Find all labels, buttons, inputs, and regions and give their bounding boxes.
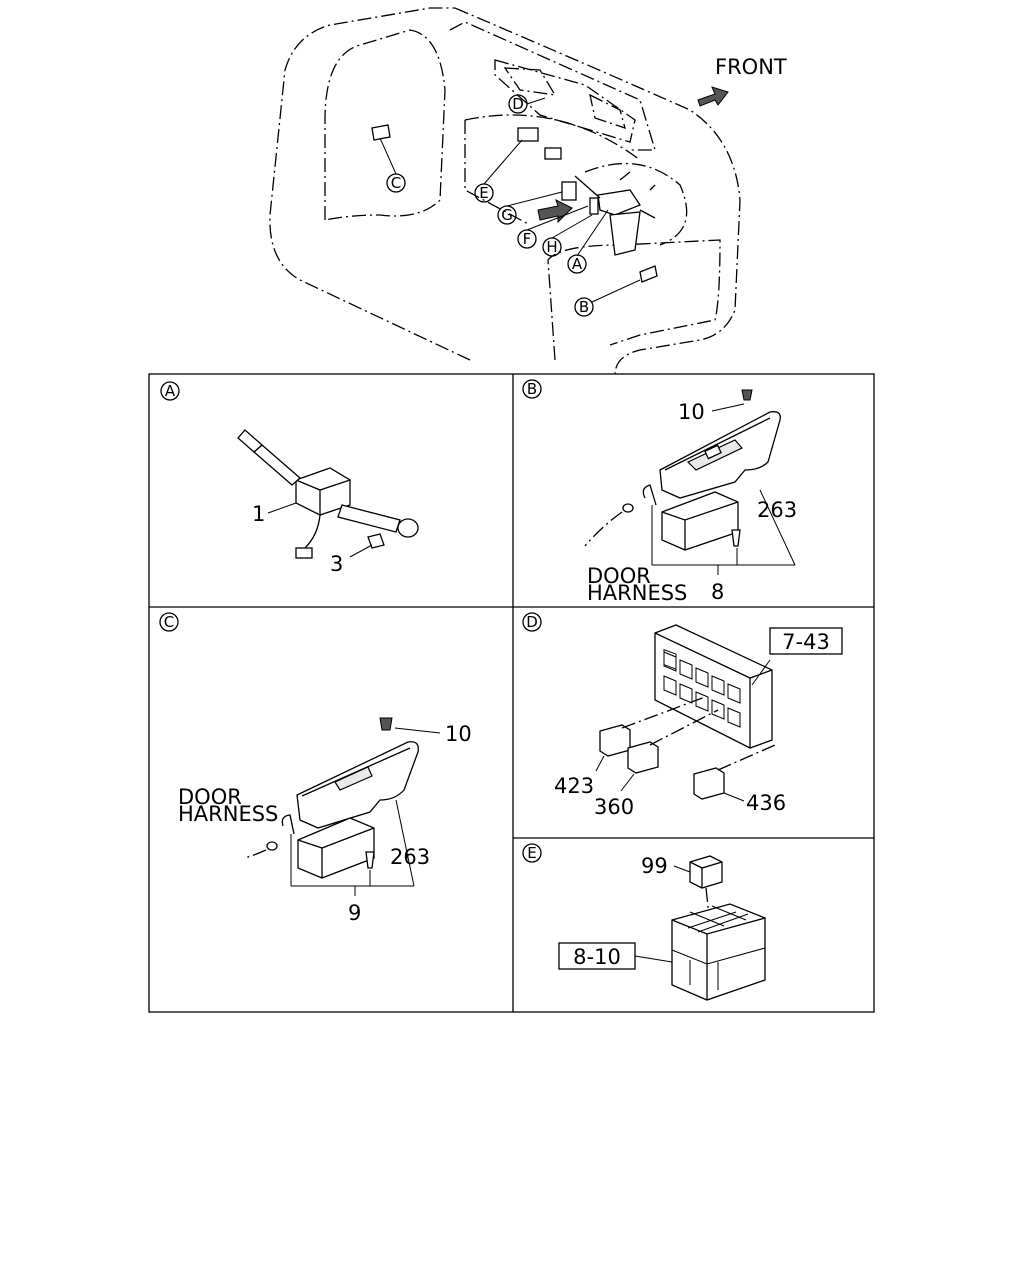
panel-e: E 99 8-10 <box>522 843 766 1001</box>
callout-d: D <box>508 94 528 114</box>
relay-99-icon <box>689 855 723 889</box>
svg-text:E: E <box>479 184 488 202</box>
clip-icon <box>379 717 393 731</box>
svg-text:G: G <box>501 206 513 224</box>
label-1: 1 <box>252 502 265 526</box>
callout-a: A <box>567 254 587 274</box>
window-switch-bezel-icon <box>296 741 419 829</box>
clip-icon <box>741 389 753 401</box>
ref-8-10: 8-10 <box>573 945 621 969</box>
svg-text:C: C <box>391 174 401 192</box>
panel-c: C 10 DOOR HARNESS 263 9 <box>159 612 472 925</box>
label-10: 10 <box>678 400 705 424</box>
label-423: 423 <box>554 774 594 798</box>
svg-text:B: B <box>527 380 537 398</box>
relay-436-icon <box>693 767 725 800</box>
vehicle-overview: FRONT D C E G F H A B <box>269 7 787 376</box>
svg-text:E: E <box>527 844 536 862</box>
callout-e: E <box>474 183 494 203</box>
label-436: 436 <box>746 791 786 815</box>
screw-icon <box>731 529 741 547</box>
label-263: 263 <box>390 845 430 869</box>
label-99: 99 <box>641 854 668 878</box>
relay-block-icon <box>654 624 773 749</box>
svg-text:D: D <box>512 95 524 113</box>
relay-box-icon <box>671 903 766 1001</box>
panel-b: B 10 DOOR HARNESS 263 8 <box>522 379 797 605</box>
front-label: FRONT <box>715 55 787 79</box>
door-harness-line-1: DOOR <box>587 564 651 588</box>
relay-360-icon <box>627 741 659 774</box>
front-arrow-icon <box>697 86 729 107</box>
label-3: 3 <box>330 552 343 576</box>
relay-423-icon <box>599 724 631 757</box>
label-10: 10 <box>445 722 472 746</box>
panel-a-letter: A <box>160 381 180 401</box>
label-8: 8 <box>711 580 724 604</box>
callout-b: B <box>574 297 594 317</box>
callout-c: C <box>386 173 406 193</box>
label-9: 9 <box>348 901 361 925</box>
svg-text:F: F <box>523 230 532 248</box>
panel-a: A 1 3 <box>160 381 419 576</box>
callout-h: H <box>542 237 562 257</box>
svg-text:C: C <box>164 613 174 631</box>
door-harness-line-2: HARNESS <box>178 802 278 826</box>
ref-7-43: 7-43 <box>782 630 830 654</box>
svg-text:A: A <box>165 382 176 400</box>
svg-text:D: D <box>526 613 538 631</box>
panel-c-letter: C <box>159 612 179 632</box>
panel-d-letter: D <box>522 612 542 632</box>
label-263: 263 <box>757 498 797 522</box>
panel-d: D 7-43 423 360 436 <box>522 612 843 819</box>
door-harness-line-2: HARNESS <box>587 581 687 605</box>
door-harness-line-1: DOOR <box>178 785 242 809</box>
callout-f: F <box>517 229 537 249</box>
ref-box-7-43 <box>769 627 843 655</box>
label-360: 360 <box>594 795 634 819</box>
svg-text:A: A <box>572 255 583 273</box>
switch-e-icon <box>517 127 539 142</box>
screw-icon <box>367 533 385 549</box>
switch-module-icon <box>661 491 739 551</box>
callout-g: G <box>497 205 517 225</box>
svg-text:B: B <box>579 298 589 316</box>
svg-text:H: H <box>546 238 557 256</box>
panel-grid <box>148 373 875 1013</box>
screw-icon <box>365 851 375 869</box>
panel-b-letter: B <box>522 379 542 399</box>
switch-module-icon <box>297 817 375 879</box>
panel-e-letter: E <box>522 843 542 863</box>
